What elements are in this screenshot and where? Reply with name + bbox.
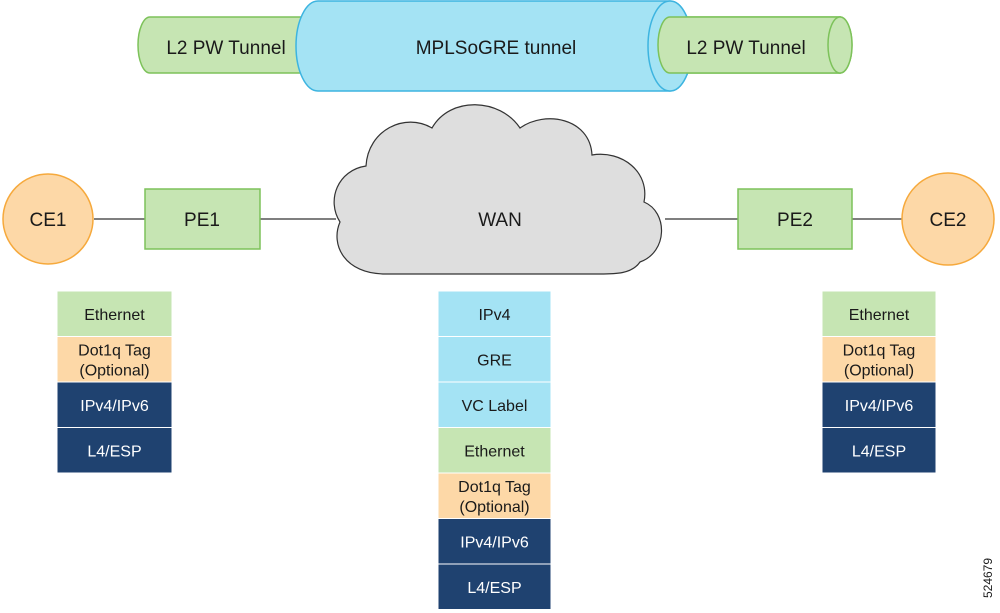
header-layer-box xyxy=(437,336,552,383)
header-layer-label: Dot1q Tag xyxy=(843,342,916,359)
wan-label: WAN xyxy=(478,210,522,231)
header-layer-label: VC Label xyxy=(462,398,528,415)
header-layer-box xyxy=(821,427,937,474)
header-layer: IPv4/IPv6 xyxy=(437,518,552,565)
header-layer-box xyxy=(437,472,552,519)
ce1-node: CE1 xyxy=(2,173,94,265)
pe2-node: PE2 xyxy=(737,188,853,250)
header-layer: IPv4/IPv6 xyxy=(56,381,173,428)
header-layer-label: IPv4/IPv6 xyxy=(845,398,914,415)
header-layer-box xyxy=(437,381,552,428)
header-layer-label: IPv4/IPv6 xyxy=(80,398,149,415)
header-layer-label: (Optional) xyxy=(79,362,149,379)
header-layer-label: (Optional) xyxy=(459,499,529,516)
ce1-label: CE1 xyxy=(30,210,67,231)
mplsogre-tunnel: MPLSoGRE tunnel xyxy=(295,0,693,92)
header-layer: Dot1q Tag (Optional) xyxy=(821,336,937,383)
header-layer: VC Label xyxy=(437,381,552,428)
header-layer-label: Dot1q Tag xyxy=(78,342,151,359)
header-layer-box xyxy=(56,381,173,428)
header-layer: IPv4 xyxy=(437,290,552,337)
header-layer-label: Ethernet xyxy=(464,443,525,460)
header-layer: IPv4/IPv6 xyxy=(821,381,937,428)
pe2-label: PE2 xyxy=(777,210,813,231)
header-layer-box xyxy=(437,518,552,565)
header-layer: Dot1q Tag (Optional) xyxy=(437,472,552,519)
left-pw-tunnel: L2 PW Tunnel xyxy=(137,16,331,74)
right-pw-tunnel-label: L2 PW Tunnel xyxy=(686,38,805,59)
wan-cloud: WAN xyxy=(333,104,663,275)
header-layer: Ethernet xyxy=(56,290,173,337)
pe1-node: PE1 xyxy=(144,188,261,250)
header-layer: Ethernet xyxy=(821,290,937,337)
header-layer-label: L4/ESP xyxy=(467,580,521,597)
header-layer-box xyxy=(821,381,937,428)
header-layer-label: (Optional) xyxy=(844,362,914,379)
left-pw-tunnel-label: L2 PW Tunnel xyxy=(166,38,285,59)
header-layer-label: IPv4 xyxy=(478,307,510,324)
figure-id: 524679 xyxy=(981,558,995,598)
mplsogre-tunnel-label: MPLSoGRE tunnel xyxy=(416,38,577,59)
header-layer-box xyxy=(56,290,173,337)
header-layer: L4/ESP xyxy=(56,427,173,474)
header-layer: Dot1q Tag (Optional) xyxy=(56,336,173,383)
header-layer-label: Ethernet xyxy=(84,307,145,324)
header-layer: Ethernet xyxy=(437,427,552,474)
header-layer: GRE xyxy=(437,336,552,383)
header-layer-label: Dot1q Tag xyxy=(458,479,531,496)
tunnels: L2 PW Tunnel MPLSoGRE tunnel L2 PW Tunne… xyxy=(137,0,853,92)
header-layer-label: L4/ESP xyxy=(852,443,906,460)
header-layer-label: GRE xyxy=(477,352,512,369)
ce2-label: CE2 xyxy=(930,210,967,231)
header-layer-box xyxy=(437,427,552,474)
header-layer-label: IPv4/IPv6 xyxy=(460,534,529,551)
header-layer-label: L4/ESP xyxy=(87,443,141,460)
header-layer-box xyxy=(56,336,173,383)
header-layer: L4/ESP xyxy=(437,563,552,610)
header-layer-box xyxy=(821,336,937,383)
pe1-label: PE1 xyxy=(184,210,220,231)
header-layer-box xyxy=(437,290,552,337)
header-layer: L4/ESP xyxy=(821,427,937,474)
ce2-node: CE2 xyxy=(901,172,995,266)
header-layer-label: Ethernet xyxy=(849,307,910,324)
header-layer-box xyxy=(437,563,552,610)
header-layer-box xyxy=(56,427,173,474)
